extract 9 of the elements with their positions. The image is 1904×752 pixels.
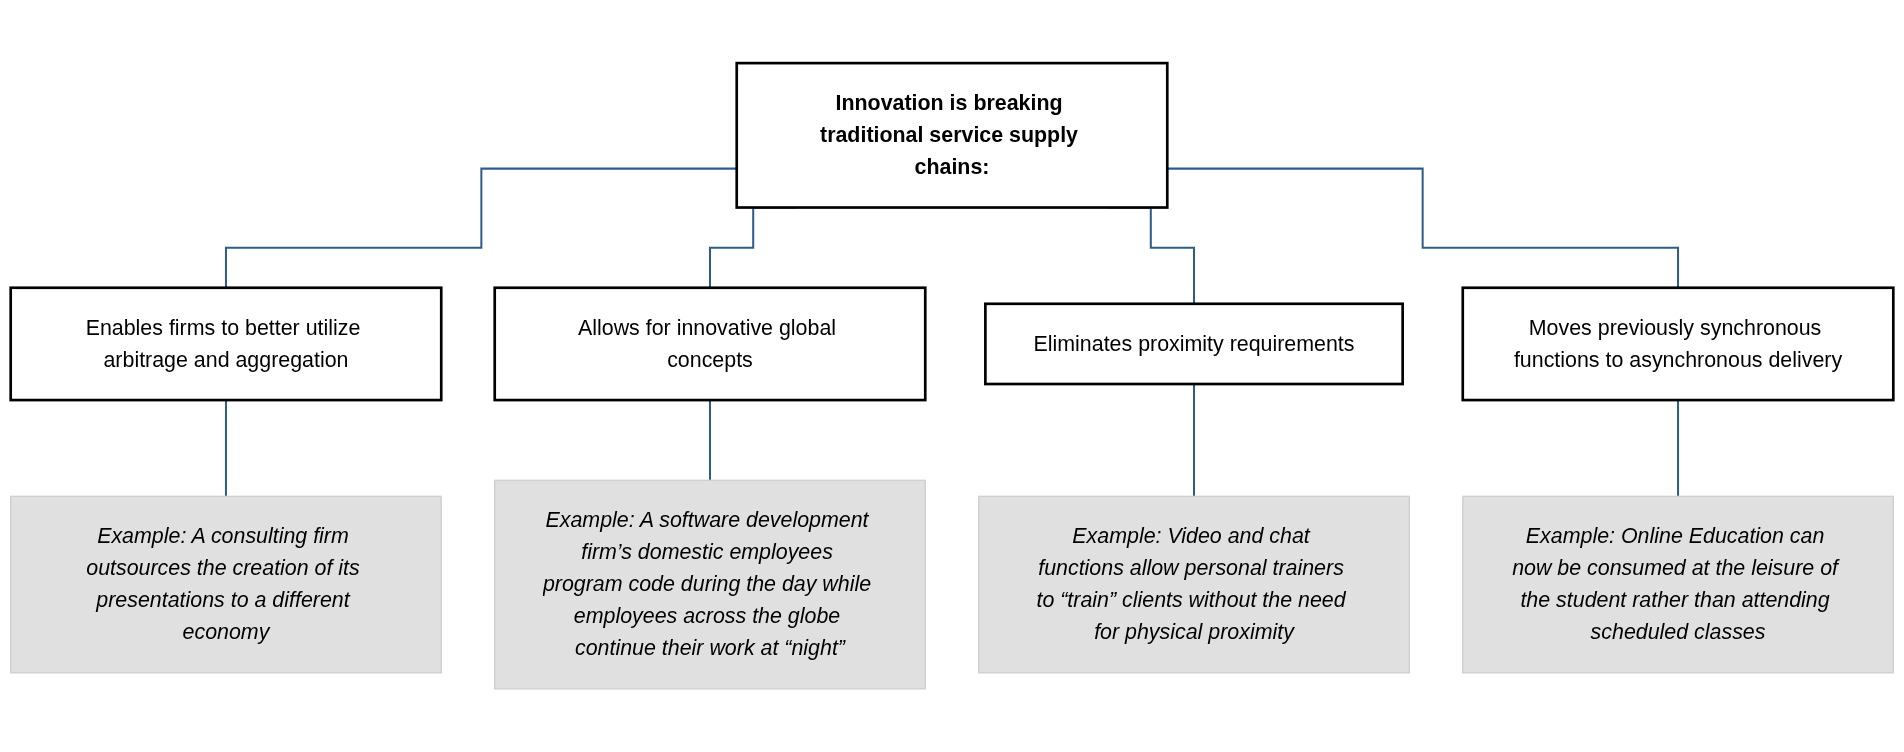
node-box: Example: Video and chat functions allow personal trainers to “train” clients without the need for physical proximity — [978, 495, 1410, 674]
node-box: Allows for innovative global concepts — [493, 286, 927, 402]
node-box: Example: A consulting firm outsources the creation of its presentations to a different economy — [10, 495, 442, 674]
node-box: Eliminates proximity requirements — [984, 302, 1404, 386]
node-box: Enables firms to better utilize arbitrage and aggregation — [9, 286, 443, 402]
node-box: Example: Online Education can now be consumed at the leisure of the student rather than attending scheduled classes — [1462, 495, 1894, 674]
node-box: Moves previously synchronous functions to asynchronous delivery — [1461, 286, 1895, 402]
node-box: Innovation is breaking traditional service supply chains: — [735, 61, 1169, 209]
node-box: Example: A software development firm’s domestic employees program code during the day while employees across the globe continue their work at “night” — [494, 479, 926, 690]
